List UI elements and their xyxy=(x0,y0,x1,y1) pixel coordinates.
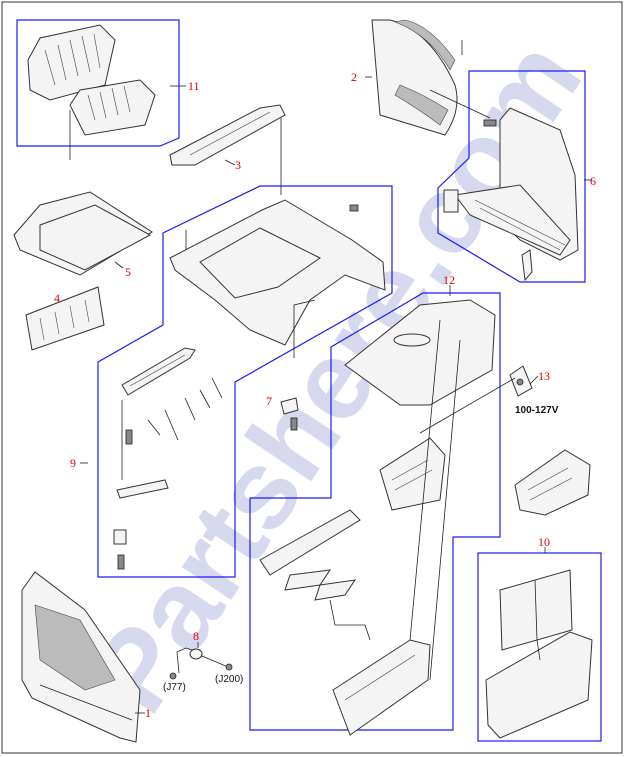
part-4-panel[interactable] xyxy=(25,286,105,351)
group-box-10 xyxy=(477,552,602,742)
part-9-guide-assembly[interactable] xyxy=(113,347,223,570)
callout-11: 11 xyxy=(188,79,200,93)
callout-9: 9 xyxy=(70,456,76,470)
part-7-bracket[interactable] xyxy=(280,299,316,431)
group-box-9 xyxy=(97,185,393,578)
callout-10: 10 xyxy=(538,535,550,549)
group-box-11 xyxy=(16,19,180,147)
connector-j77-label: (J77) xyxy=(163,682,186,693)
callout-12: 12 xyxy=(443,273,455,287)
part-1-front-cover[interactable] xyxy=(21,571,141,743)
part-12-control-panel-assembly[interactable] xyxy=(259,299,496,736)
voltage-label: 100-127V xyxy=(515,405,559,416)
callout-5: 5 xyxy=(125,265,131,279)
part-13-voltage-plate[interactable] xyxy=(419,365,533,434)
group-box-6 xyxy=(437,70,586,283)
callout-13: 13 xyxy=(538,369,550,383)
callout-2: 2 xyxy=(351,70,357,84)
part-8-cable[interactable] xyxy=(169,642,233,680)
callout-3: 3 xyxy=(235,158,241,172)
callout-1: 1 xyxy=(145,706,151,720)
callout-6: 6 xyxy=(590,174,596,188)
alt-control-panel[interactable] xyxy=(514,449,591,516)
connector-j200-label: (J200) xyxy=(215,674,243,685)
callout-7: 7 xyxy=(266,394,272,408)
callout-4: 4 xyxy=(54,291,60,305)
part-main-frame[interactable] xyxy=(169,199,386,346)
part-2-right-cover[interactable] xyxy=(371,19,458,136)
callout-8: 8 xyxy=(193,629,199,643)
part-11-delivery-assembly[interactable] xyxy=(27,24,156,160)
part-10-tray-door[interactable] xyxy=(485,569,593,739)
part-5-tray-cover[interactable] xyxy=(13,191,153,276)
part-3-top-cover-rail[interactable] xyxy=(169,104,286,166)
part-6-side-plate[interactable] xyxy=(443,107,579,282)
